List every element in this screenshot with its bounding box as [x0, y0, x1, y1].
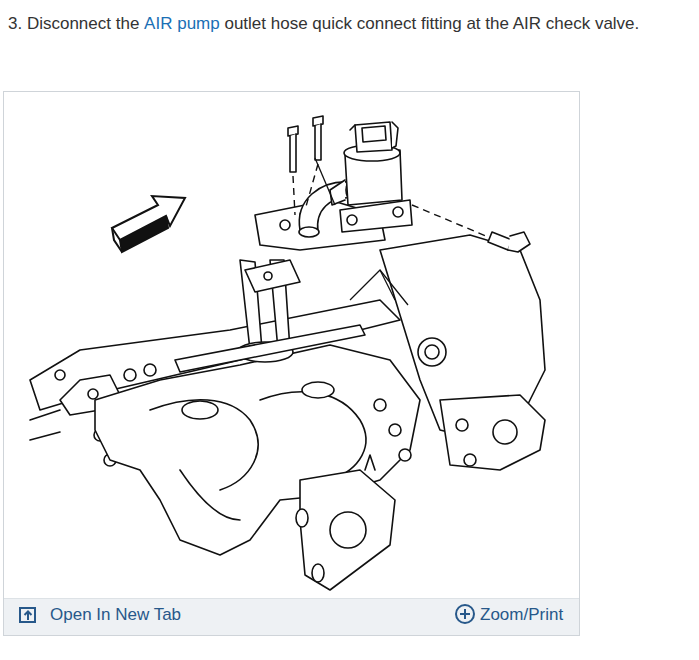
- instruction-step: 3. Disconnect the AIR pumpoutlet hose qui…: [8, 14, 639, 34]
- step-text: outlet hose quick connect fitting at the…: [224, 14, 639, 33]
- toolbar-button: Zoom/Print: [480, 605, 563, 625]
- toolbar-button: Open In New Tab: [50, 605, 181, 625]
- term-link: AIR pump: [144, 14, 220, 33]
- open-tab-icon: [18, 605, 38, 625]
- zoom-icon: [454, 603, 476, 625]
- step-text: 3. Disconnect the: [8, 14, 139, 33]
